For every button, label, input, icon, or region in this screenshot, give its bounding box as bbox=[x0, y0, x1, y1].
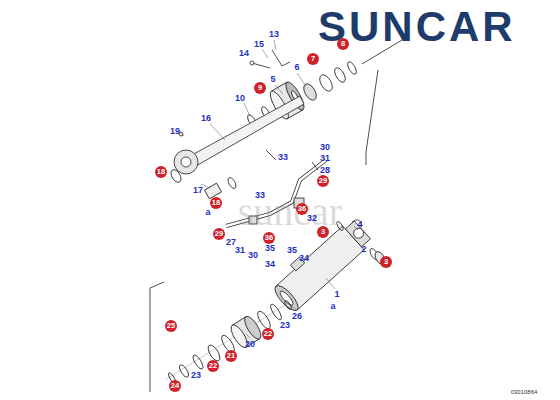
callout-number: 28 bbox=[320, 166, 330, 175]
callout-number: 1 bbox=[334, 290, 339, 299]
callout-number: 18 bbox=[155, 166, 167, 178]
callout-number: 25 bbox=[165, 320, 177, 332]
callout-number: 34 bbox=[265, 260, 275, 269]
callout-number: 31 bbox=[235, 246, 245, 255]
callout-number: 10 bbox=[235, 94, 245, 103]
callout-number: 36 bbox=[263, 232, 275, 244]
callout-number: 30 bbox=[248, 251, 258, 260]
callout-number: 30 bbox=[320, 143, 330, 152]
callout-number: 2 bbox=[361, 245, 366, 254]
callout-number: 5 bbox=[270, 75, 275, 84]
callout-number: 18 bbox=[210, 197, 222, 209]
callout-number: 20 bbox=[245, 340, 255, 349]
callout-number: 19 bbox=[170, 127, 180, 136]
callout-number: 4 bbox=[357, 220, 362, 229]
callout-number: 22 bbox=[207, 360, 219, 372]
callout-number: 29 bbox=[213, 228, 225, 240]
callout-number: 16 bbox=[201, 114, 211, 123]
drawing-number: 03010864 bbox=[511, 389, 538, 395]
callout-number: 33 bbox=[278, 153, 288, 162]
callout-number: 15 bbox=[254, 40, 264, 49]
callout-number: 36 bbox=[296, 203, 308, 215]
callout-number: 35 bbox=[265, 244, 275, 253]
callout-number: 3 bbox=[317, 226, 329, 238]
callout-number: 21 bbox=[225, 350, 237, 362]
callout-number: 17 bbox=[193, 186, 203, 195]
callout-number: 8 bbox=[337, 38, 349, 50]
callout-number: 22 bbox=[262, 328, 274, 340]
callout-number: 14 bbox=[239, 49, 249, 58]
callout-number: 24 bbox=[169, 380, 181, 392]
callout-number: 3 bbox=[380, 256, 392, 268]
callout-number: 7 bbox=[307, 53, 319, 65]
callout-number: 23 bbox=[280, 321, 290, 330]
callout-number: 6 bbox=[294, 63, 299, 72]
callout-number: 32 bbox=[307, 214, 317, 223]
callout-number: 23 bbox=[191, 371, 201, 380]
callout-number: 26 bbox=[292, 312, 302, 321]
callout-number: a bbox=[205, 208, 210, 217]
callout-number: 9 bbox=[254, 82, 266, 94]
callout-number: 34 bbox=[299, 254, 309, 263]
callout-number: 29 bbox=[317, 175, 329, 187]
callout-number: 27 bbox=[226, 238, 236, 247]
callout-number: 13 bbox=[269, 30, 279, 39]
callout-number: 31 bbox=[320, 154, 330, 163]
callout-number: 33 bbox=[255, 191, 265, 200]
watermark: suncar bbox=[238, 192, 342, 232]
callout-number: a bbox=[330, 302, 335, 311]
callout-number: 35 bbox=[287, 246, 297, 255]
